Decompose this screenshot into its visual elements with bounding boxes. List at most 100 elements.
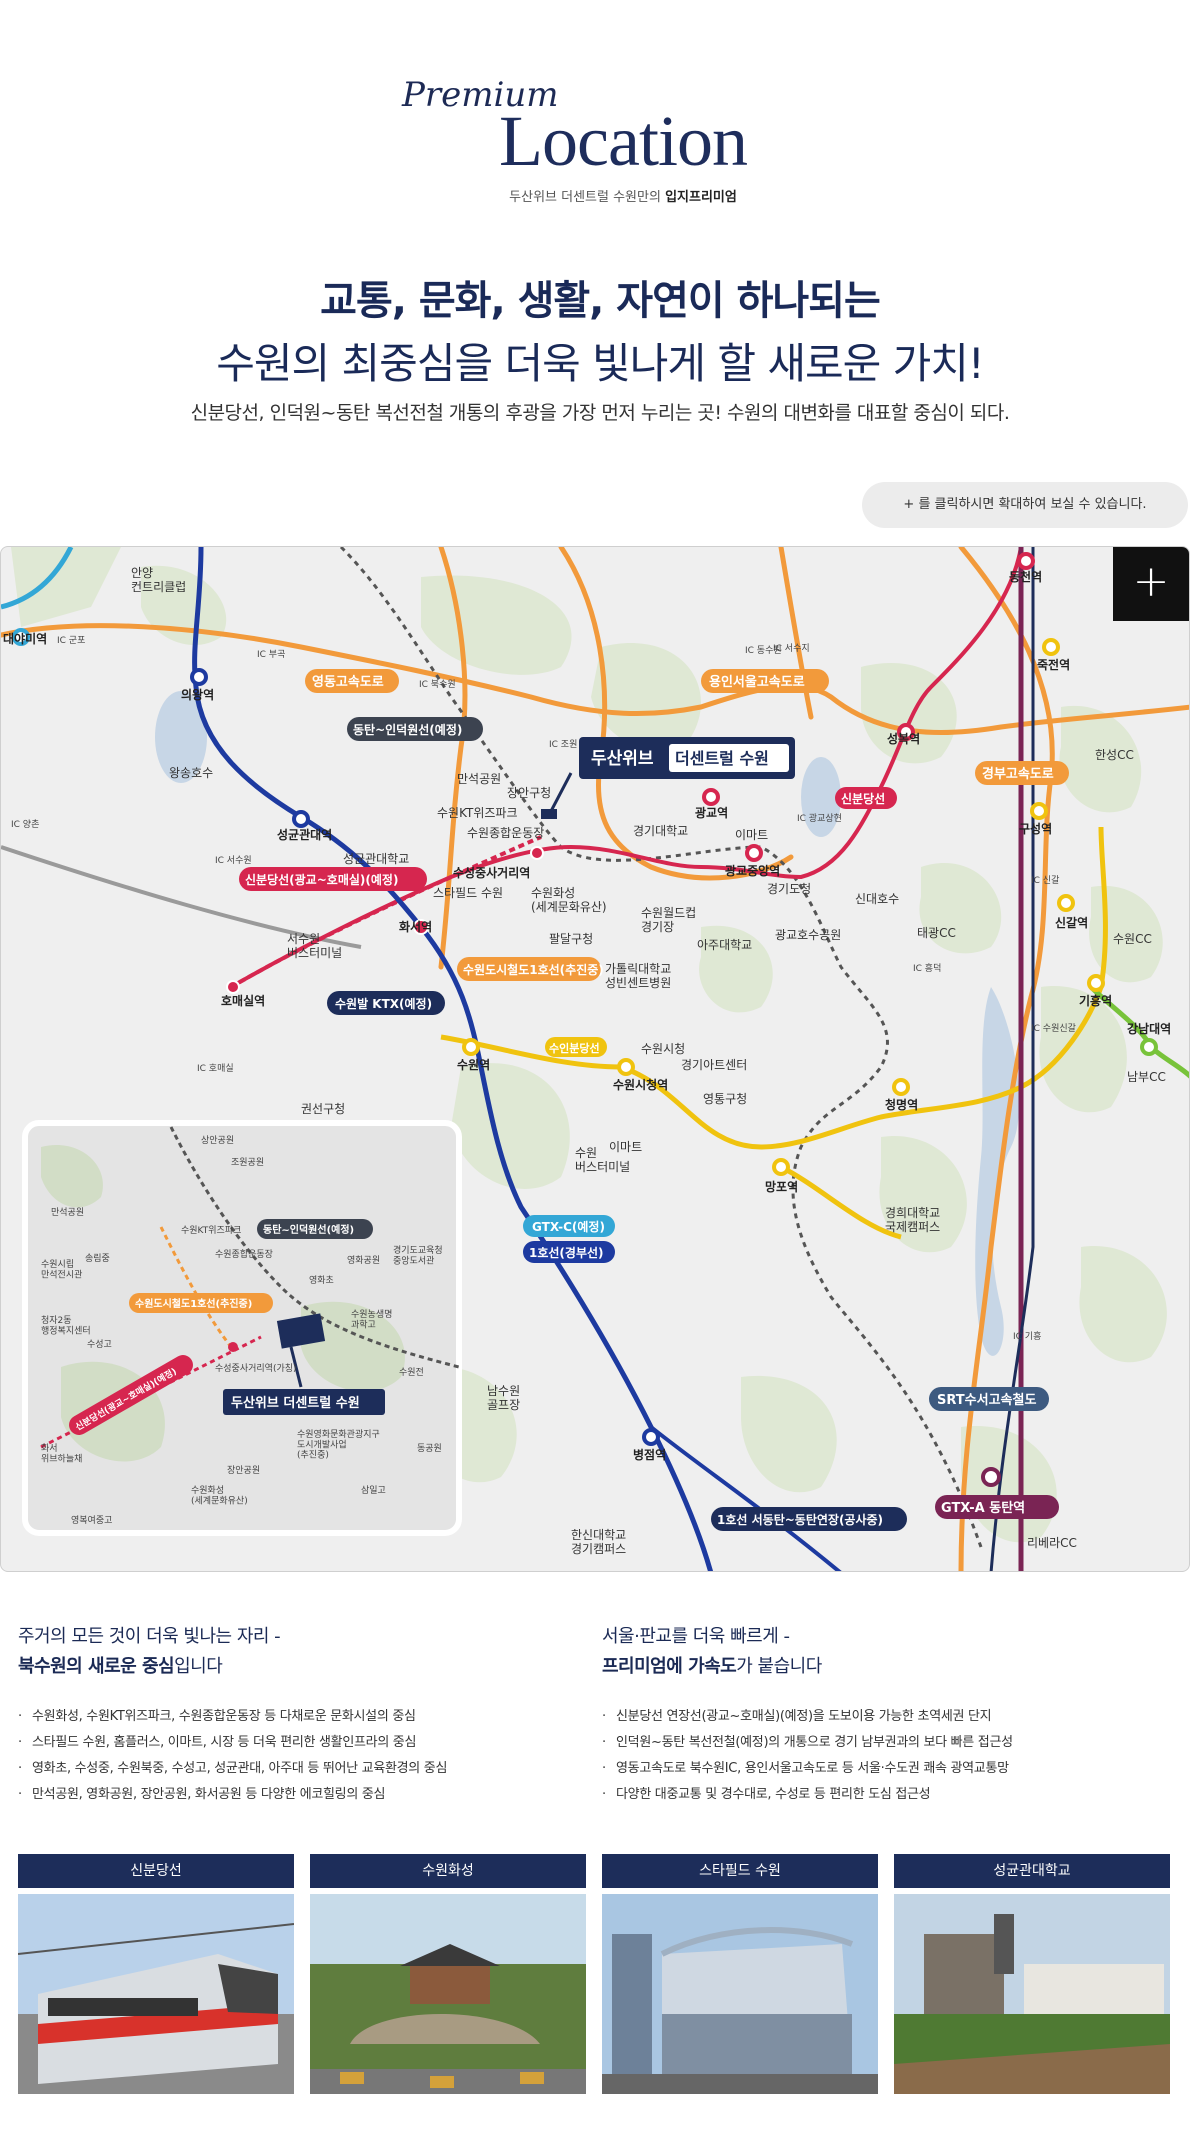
- label-uiwang: 의왕역: [181, 687, 214, 702]
- label-suwon-cc: 수원CC: [1113, 932, 1152, 946]
- svg-text:IC 양촌: IC 양촌: [11, 819, 39, 830]
- site-tag-bold: 더센트럴 수원: [675, 749, 769, 768]
- zoom-hint: + 를 클릭하시면 확대하여 보실 수 있습니다.: [862, 482, 1188, 528]
- label-riviera: 리베라CC: [1027, 1536, 1077, 1550]
- list-item: 수원화성, 수원KT위즈파크, 수원종합운동장 등 다채로운 문화시설의 중심: [18, 1704, 578, 1730]
- label-guseong: 구성역: [1019, 821, 1052, 836]
- tag-line1: 1호선(경부선): [529, 1245, 604, 1260]
- info-left: 주거의 모든 것이 더욱 빛나는 자리 - 북수원의 새로운 중심입니다 수원화…: [18, 1622, 578, 1808]
- svg-text:IC 북수원: IC 북수원: [419, 679, 456, 690]
- svg-text:IC 군포: IC 군포: [57, 635, 85, 646]
- svg-text:조원공원: 조원공원: [231, 1157, 264, 1168]
- subtitle-bold: 입지프리미엄: [665, 190, 737, 205]
- label-giheung: 기흥역: [1079, 993, 1112, 1008]
- tag-suwon-ktx: 수원발 KTX(예정): [335, 996, 432, 1011]
- label-gyeonggi-prov: 경기도청: [767, 882, 811, 896]
- tag-suin-bundang: 수인분당선: [549, 1041, 600, 1055]
- label-suwon: 수원역: [457, 1057, 490, 1072]
- info-left-list: 수원화성, 수원KT위즈파크, 수원종합운동장 등 다채로운 문화시설의 중심 …: [18, 1704, 578, 1808]
- label-emart1: 이마트: [735, 828, 768, 842]
- label-art-center: 경기아트센터: [681, 1058, 747, 1072]
- svg-text:IC 호매실: IC 호매실: [197, 1063, 234, 1074]
- svg-text:상안공원: 상안공원: [201, 1135, 234, 1146]
- label-janganggu: 장안구청: [507, 786, 551, 800]
- label-skku: 성균관대학교: [343, 852, 409, 866]
- list-item: 신분당선 연장선(광교~호매실)(예정)을 도보이용 가능한 초역세권 단지: [602, 1704, 1162, 1730]
- mall-image: [602, 1894, 878, 2094]
- premium-script-text: Premium: [401, 75, 559, 115]
- label-hwaseo: 화서역: [399, 919, 432, 934]
- svg-text:IC 수원신갈: IC 수원신갈: [1031, 1023, 1076, 1034]
- list-item: 다양한 대중교통 및 경수대로, 수성로 등 편리한 도심 접근성: [602, 1782, 1162, 1808]
- svg-text:수원도시철도1호선(추진중): 수원도시철도1호선(추진중): [135, 1297, 252, 1310]
- svg-text:영복여중고: 영복여중고: [71, 1514, 112, 1526]
- label-hwaseong: 수원화성(세계문화유산): [531, 886, 607, 914]
- list-item: 인덕원~동탄 복선전철(예정)의 개통으로 경기 남부권과의 보다 빠른 접근성: [602, 1730, 1162, 1756]
- svg-text:송림중: 송림중: [85, 1252, 110, 1264]
- list-item: 스타필드 수원, 홈플러스, 이마트, 시장 등 더욱 편리한 생활인프라의 중…: [18, 1730, 578, 1756]
- label-mangpo: 망포역: [765, 1179, 798, 1194]
- tag-gtx-c: GTX-C(예정): [532, 1219, 605, 1234]
- label-seongbok: 성복역: [887, 731, 920, 746]
- svg-text:수원종합운동장: 수원종합운동장: [215, 1249, 273, 1260]
- list-item: 만석공원, 영화공원, 장안공원, 화서공원 등 다양한 에코힐링의 중심: [18, 1782, 578, 1808]
- svg-text:수성고: 수성고: [87, 1339, 112, 1350]
- tag-sinbundang-ext: 신분당선(광교~호매실)(예정): [245, 872, 398, 887]
- photo-sinbundang: 신분당선: [18, 1854, 294, 2094]
- svg-text:IC 신갈: IC 신갈: [1031, 875, 1059, 886]
- label-suwon-city: 수원시청역: [613, 1077, 668, 1092]
- line1: [192, 547, 714, 1571]
- label-sports: 수원종합운동장: [467, 826, 544, 840]
- ic-labels: IC 부곡 IC 북수원 IC 조원 IC 서수지 IC 광교상현 IC 신갈 …: [11, 635, 1076, 1342]
- location-title: Location: [499, 101, 748, 181]
- label-dongcheon: 동천역: [1009, 569, 1042, 584]
- tag-gtx-a: GTX-A 동탄역: [941, 1500, 1025, 1516]
- tag-srt: SRT수서고속철도: [937, 1392, 1036, 1408]
- label-gwanggyo-central: 광교중앙역: [725, 863, 780, 878]
- label-suwon-city-hall: 수원시청: [641, 1042, 685, 1056]
- inset-site-label: 두산위브 더센트럴 수원: [231, 1395, 360, 1411]
- info-right: 서울·판교를 더욱 빠르게 - 프리미엄에 가속도가 붙습니다 신분당선 연장선…: [602, 1622, 1162, 1808]
- photo-title: 수원화성: [310, 1854, 586, 1888]
- station-markers: [12, 552, 1158, 1487]
- label-starfield: 스타필드 수원: [433, 886, 503, 900]
- label-daeyami: 대야미역: [3, 631, 47, 646]
- site-tag-plain: 두산위브: [591, 749, 654, 769]
- photo-starfield: 스타필드 수원: [602, 1854, 878, 2094]
- label-hansung: 한성CC: [1095, 748, 1134, 762]
- label-singal: 신갈역: [1055, 915, 1088, 930]
- svg-text:수성중사거리역(가칭): 수성중사거리역(가칭): [215, 1363, 297, 1374]
- label-manseok: 만석공원: [457, 772, 501, 786]
- svg-text:동공원: 동공원: [417, 1443, 442, 1454]
- svg-text:수원전: 수원전: [399, 1367, 424, 1378]
- label-byeongjeom: 병점역: [633, 1447, 666, 1462]
- label-ktwiz: 수원KT위즈파크: [437, 806, 518, 820]
- tag-gyeongbu: 경부고속도로: [982, 766, 1054, 782]
- tag-line1-ext: 1호선 서동탄~동탄연장(공사중): [717, 1512, 883, 1527]
- svg-text:삼일고: 삼일고: [361, 1485, 386, 1496]
- headline-line2: 수원의 최중심을 더욱 빛나게 할 새로운 가치!: [216, 339, 984, 388]
- label-homaesil: 호매실역: [221, 993, 265, 1008]
- fortress-image: [310, 1894, 586, 2094]
- photo-title: 성균관대학교: [894, 1854, 1170, 1888]
- subtitle-plain: 두산위브 더센트럴 수원만의: [509, 190, 666, 205]
- map-zoom-button[interactable]: +: [1113, 547, 1189, 621]
- label-emart2: 이마트: [609, 1140, 642, 1154]
- svg-text:수원KT위즈파크: 수원KT위즈파크: [181, 1225, 241, 1236]
- svg-text:IC 기흥: IC 기흥: [1013, 1330, 1041, 1342]
- label-gwanggyo-park: 광교호수공원: [775, 928, 841, 942]
- label-sungkyun: 성균관대역: [277, 827, 332, 842]
- label-yeongtong: 영통구청: [703, 1092, 747, 1106]
